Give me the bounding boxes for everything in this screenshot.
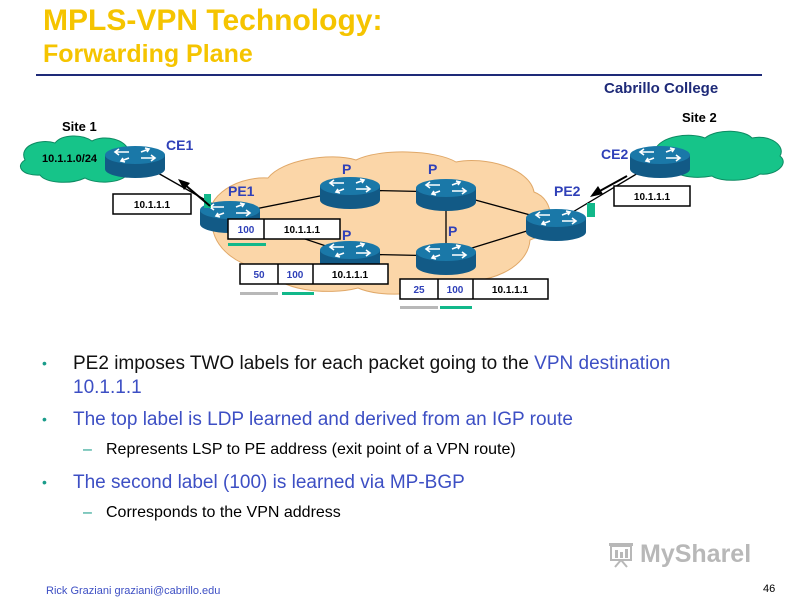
router-ce1 — [104, 145, 166, 179]
packet-pe1-addr: 10.1.1.1 — [284, 225, 321, 236]
site1-label: Site 1 — [62, 119, 97, 134]
p2-label: P — [428, 161, 437, 177]
ce2-label: CE2 — [601, 146, 628, 162]
pe2-label: PE2 — [554, 183, 581, 199]
packet-p3: 50 100 10.1.1.1 — [239, 263, 389, 295]
bullet-1-text: PE2 imposes TWO labels for each packet g… — [73, 353, 535, 374]
packet-ce1-addr: 10.1.1.1 — [134, 200, 171, 211]
packet-ce2: 10.1.1.1 — [613, 185, 691, 207]
page-number: 46 — [763, 583, 776, 595]
bullet-2-text: The top label is LDP learned and derived… — [73, 409, 573, 430]
packet-ce1: 10.1.1.1 — [112, 193, 192, 215]
pe1-interface-marker — [204, 194, 211, 208]
router-p1 — [319, 176, 381, 210]
footer-author: Rick Graziani graziani@cabrillo.edu — [46, 585, 221, 597]
packet-pe1-label: 100 — [238, 225, 255, 236]
college-name: Cabrillo College — [604, 80, 719, 97]
slide-title: MPLS-VPN Technology: Forwarding Plane — [43, 4, 382, 69]
packet-p3-addr: 10.1.1.1 — [332, 270, 369, 281]
bullet-3-text: The second label (100) is learned via MP… — [73, 472, 465, 493]
packet-p3-label2: 100 — [287, 270, 304, 281]
watermark: MySharel — [606, 537, 766, 571]
bullet-1: PE2 imposes TWO labels for each packet g… — [42, 351, 742, 400]
projector-screen-icon — [609, 543, 633, 568]
mpls-vpn-diagram: Site 1 10.1.1.0/24 Site 2 CE1 CE2 PE1 PE… — [20, 110, 784, 309]
title-line-1: MPLS-VPN Technology: — [43, 4, 383, 37]
packet-pe1: 100 10.1.1.1 — [227, 218, 341, 246]
router-p4 — [415, 242, 477, 276]
arrow-ce2-to-pe2 — [590, 175, 628, 197]
bullet-1-highlight: VPN destination 10.1.1.1 — [73, 353, 671, 398]
p4-label: P — [448, 223, 457, 239]
packet-p4-label1: 25 — [413, 285, 425, 296]
router-p2 — [415, 178, 477, 212]
watermark-text: MySharel — [640, 539, 752, 568]
site2-label: Site 2 — [682, 110, 717, 125]
site1-network: 10.1.1.0/24 — [42, 153, 98, 165]
packet-p4-addr: 10.1.1.1 — [492, 285, 529, 296]
packet-p4-label2: 100 — [447, 285, 464, 296]
bullet-2: The top label is LDP learned and derived… — [42, 407, 742, 432]
bullet-3: The second label (100) is learned via MP… — [42, 470, 742, 495]
packet-ce2-addr: 10.1.1.1 — [634, 192, 671, 203]
router-pe2 — [525, 208, 587, 242]
sub-bullet-3: Corresponds to the VPN address — [42, 503, 742, 523]
sub-bullet-2-text: Represents LSP to PE address (exit point… — [106, 441, 516, 458]
p1-label: P — [342, 161, 351, 177]
sub-bullet-3-text: Corresponds to the VPN address — [106, 504, 341, 521]
header-rule — [36, 74, 762, 76]
ce1-label: CE1 — [166, 137, 193, 153]
pe1-label: PE1 — [228, 183, 255, 199]
pe2-interface-marker — [587, 203, 595, 217]
bullet-list: PE2 imposes TWO labels for each packet g… — [42, 351, 742, 534]
title-line-2: Forwarding Plane — [43, 40, 253, 68]
router-ce2 — [629, 145, 691, 179]
sub-bullet-2: Represents LSP to PE address (exit point… — [42, 440, 742, 460]
p3-label: P — [342, 227, 351, 243]
packet-p3-label1: 50 — [253, 270, 265, 281]
arrow-pe1-to-ce1 — [178, 179, 211, 207]
packet-p4: 25 100 10.1.1.1 — [399, 278, 549, 309]
